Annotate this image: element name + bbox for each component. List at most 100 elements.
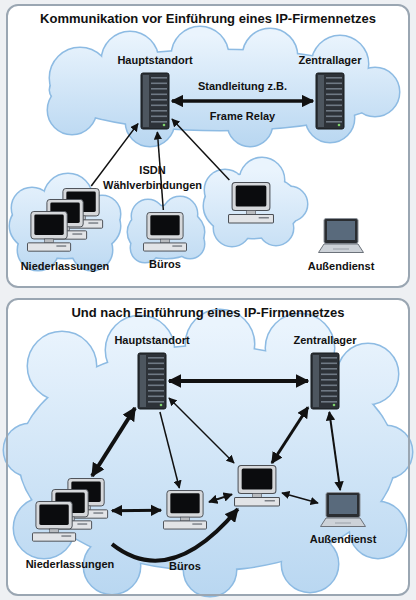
icon-part [321, 390, 337, 392]
icon-part [313, 355, 319, 407]
icon-part [252, 494, 261, 498]
icon-part [321, 363, 337, 365]
panel-heading: Kommunikation vor Einführung eines IP-Fi… [8, 11, 408, 26]
diagram-panel: Kommunikation vor Einführung eines IP-Fi… [6, 4, 410, 288]
icon-part [148, 401, 164, 403]
icon-part [324, 219, 358, 244]
panel-fill [7, 5, 409, 287]
connection-arrow [172, 99, 313, 103]
icon-part [148, 363, 164, 365]
icon-part [148, 385, 164, 387]
icon-part [310, 352, 340, 410]
computer-icon: Büros [163, 490, 207, 530]
icon-part [228, 182, 274, 224]
connection-arrow [282, 493, 318, 503]
cloud [204, 158, 307, 246]
icon-part [143, 75, 149, 127]
icon-part [319, 244, 364, 253]
icon-part [229, 215, 274, 224]
node-label: Büros [169, 560, 201, 572]
icon-part [27, 243, 70, 251]
icon-part [36, 501, 72, 528]
icon-part [148, 379, 164, 381]
icon-part [150, 215, 179, 235]
cloud-outline [4, 310, 412, 596]
icon-part [326, 493, 360, 518]
icon-part [163, 490, 207, 530]
icon-part [335, 523, 351, 524]
icon-part [321, 379, 337, 381]
icon-part [333, 249, 349, 250]
icon-part [326, 105, 342, 107]
icon-part [137, 352, 167, 410]
node-label: Büros [149, 258, 181, 270]
icon-part [151, 83, 167, 85]
icon-part [242, 469, 273, 490]
server-icon: Zentrallager [310, 352, 340, 410]
icon-part [246, 211, 255, 215]
connection-arrow [172, 119, 229, 180]
icon-part [326, 116, 342, 118]
node-label: Hauptstandort [117, 54, 192, 66]
server-icon: Zentrallager [315, 72, 345, 130]
node-label: Außendienst [308, 260, 375, 272]
icon-part [181, 517, 190, 521]
icon-part [265, 500, 275, 502]
icon-part [39, 504, 68, 525]
icon-part [148, 368, 164, 370]
icon-part [32, 501, 75, 541]
icon-part [148, 390, 164, 392]
icon-part [151, 77, 167, 79]
icon-part [72, 233, 82, 234]
icon-part [234, 465, 280, 507]
cloud-outline [48, 27, 399, 146]
connection-arrow [209, 494, 232, 502]
computer-icon: Büros [143, 212, 187, 252]
icon-part [238, 466, 276, 494]
computer-group-icon: Niederlassungen [25, 188, 105, 254]
icon-part [326, 83, 342, 85]
icon-part [315, 72, 345, 130]
icon-part [321, 374, 337, 376]
icon-part [318, 75, 324, 127]
cloud [128, 197, 204, 262]
node-label: Hauptstandort [114, 334, 189, 346]
diagram-panel: Und nach Einführung eines IP-Firmennetze… [6, 298, 410, 596]
icon-part [50, 529, 59, 533]
computer-group-icon: Niederlassungen [30, 478, 110, 544]
icon-part [45, 239, 54, 243]
icon-part [338, 124, 341, 127]
icon-part [318, 218, 364, 254]
icon-part [333, 404, 336, 407]
laptop-icon: Außendienst [318, 218, 364, 254]
icon-part [311, 353, 339, 409]
connection-arrow [91, 124, 138, 186]
icon-part [321, 357, 337, 359]
icon-part [326, 110, 342, 112]
cloud-outline [128, 197, 204, 262]
icon-part [316, 73, 344, 129]
connection-arrow [272, 407, 308, 463]
icon-part [31, 211, 67, 238]
icon-part [140, 355, 146, 407]
icon-part [32, 533, 75, 541]
laptop-icon: Außendienst [320, 492, 366, 528]
icon-part [151, 94, 167, 96]
icon-part [61, 535, 71, 536]
icon-part [192, 523, 202, 524]
icon-part [170, 493, 199, 513]
icon-part [151, 88, 167, 90]
connection-arrow [169, 379, 308, 383]
icon-part [326, 88, 342, 90]
computer-icon [234, 465, 280, 507]
cloud-outline [204, 158, 307, 246]
icon-part [151, 105, 167, 107]
icon-part [321, 368, 337, 370]
icon-part [151, 121, 167, 123]
icon-part [320, 492, 366, 528]
icon-part [321, 518, 366, 527]
edge-label: Standleitung z.B. Frame Relay [197, 71, 289, 131]
icon-part [327, 221, 355, 240]
panel-heading: Und nach Einführung eines IP-Firmennetze… [8, 305, 408, 320]
icon-part [34, 214, 63, 235]
